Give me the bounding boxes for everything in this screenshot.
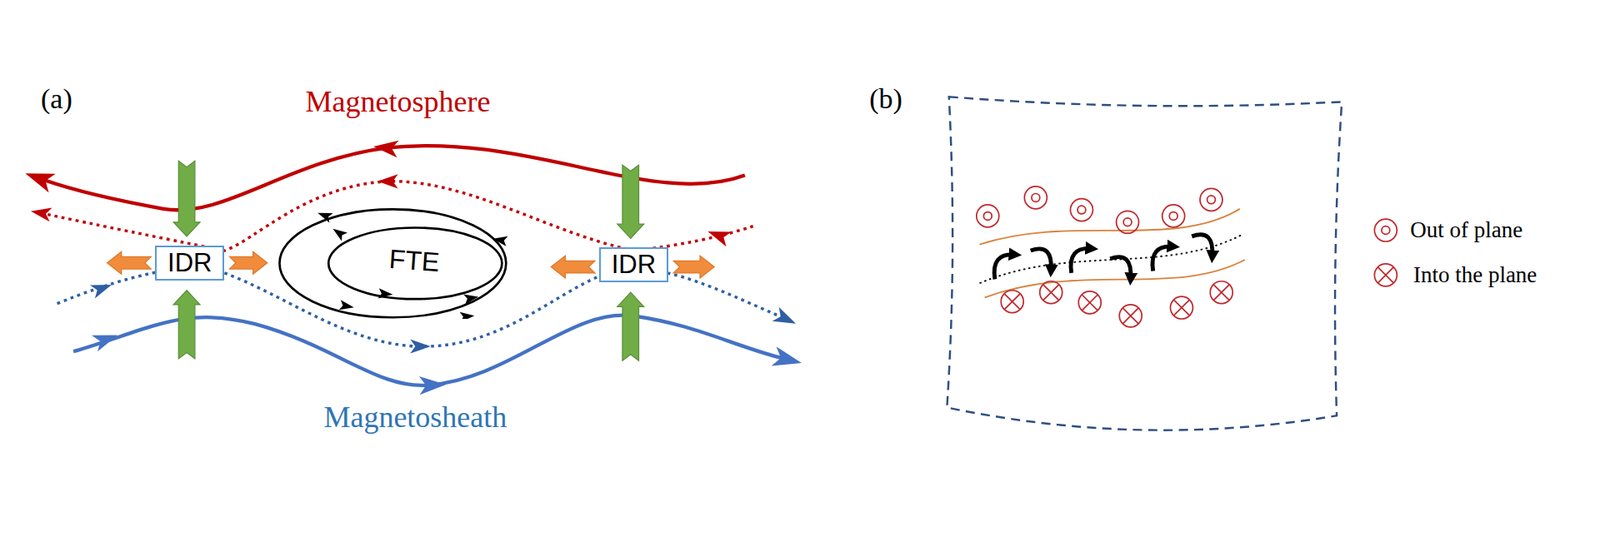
into-plane-symbol: [1040, 281, 1063, 305]
diffusion-region-box: IDR: [155, 245, 225, 281]
into-plane-symbol: [1078, 291, 1101, 315]
inflow-arrow: [617, 165, 645, 239]
into-plane-symbol: [1170, 296, 1193, 320]
arrowhead: [419, 375, 447, 395]
inflow-arrow: [617, 292, 645, 361]
out-of-plane-dot: [1123, 218, 1132, 227]
into-plane-cross: [1043, 285, 1059, 300]
outer-field-loop: [279, 209, 506, 318]
node-label: IDR: [167, 249, 212, 278]
outflow-arrow: [230, 251, 268, 275]
loop-arrowhead: [330, 224, 348, 241]
into-plane-cross: [1378, 267, 1394, 283]
out-of-plane-symbol: [1070, 199, 1093, 222]
inflow-arrow: [173, 160, 200, 237]
loop-arrowhead: [463, 291, 480, 305]
out-of-plane-symbol: [1116, 210, 1140, 234]
into-plane-symbol: [1374, 264, 1397, 287]
inner-field-loop: [328, 227, 502, 300]
diffusion-region-box: IDR: [599, 247, 669, 283]
out-of-plane-dot: [1077, 205, 1086, 215]
arrowhead: [705, 224, 732, 247]
loop-arrowhead: [378, 288, 394, 300]
loop-arrowhead: [339, 300, 355, 313]
into-plane-cross: [1005, 294, 1020, 310]
into-plane-cross: [1174, 300, 1190, 315]
loop-arrowhead: [460, 310, 475, 320]
out-of-plane-symbol: [976, 205, 1000, 228]
arrowhead: [771, 346, 805, 374]
arrowhead: [377, 174, 398, 189]
out-of-plane-symbol: [1024, 186, 1047, 210]
vortex-arrow: [994, 255, 1015, 280]
dashed-surface: [946, 96, 1342, 430]
vortex-arrow: [1191, 235, 1213, 258]
x-line: [980, 234, 1244, 284]
node-label: IDR: [611, 250, 656, 280]
out-of-plane-dot: [1031, 194, 1040, 203]
boundary-line: [985, 260, 1245, 298]
region-label: Magnetosphere: [305, 85, 491, 120]
into-plane-cross: [1082, 295, 1098, 310]
panel-label: (a): [40, 83, 73, 115]
into-plane-symbol: [1119, 305, 1142, 328]
vortex-arrow: [1030, 249, 1052, 272]
arrowhead: [21, 164, 55, 193]
out-of-plane-dot: [1169, 212, 1178, 221]
out-of-plane-dot: [983, 212, 992, 221]
arrowhead: [372, 138, 399, 159]
arrowhead: [410, 339, 430, 354]
node-label: FTE: [388, 245, 441, 278]
arrowhead: [90, 278, 115, 299]
vortex-arrow: [1070, 248, 1092, 274]
out-of-plane-symbol: [1374, 219, 1397, 242]
arrowhead: [91, 327, 121, 352]
vortex-arrow: [1110, 257, 1131, 280]
loop-arrowhead: [315, 208, 333, 223]
panel-label: (b): [869, 83, 903, 115]
into-plane-cross: [1123, 308, 1139, 324]
into-plane-symbol: [1000, 290, 1024, 314]
out-of-plane-symbol: [1200, 188, 1223, 211]
out-of-plane-symbol: [1162, 205, 1185, 228]
outflow-arrow: [550, 255, 595, 279]
arrowhead: [29, 204, 52, 222]
legend-text: Out of plane: [1410, 218, 1523, 244]
out-of-plane-dot: [1381, 226, 1390, 235]
into-plane-cross: [1214, 285, 1230, 300]
loop-arrowhead: [491, 233, 508, 246]
magnetosphere-dotted-field-line: [45, 181, 754, 251]
outflow-arrow: [107, 251, 152, 275]
flux-rope-ellipse: FTE: [277, 207, 509, 320]
into-plane-symbol: [1210, 281, 1233, 305]
arrowhead: [772, 307, 800, 331]
inflow-arrow: [173, 290, 200, 360]
boundary-line: [980, 209, 1240, 245]
legend-text: Into the plane: [1413, 263, 1537, 289]
region-label: Magnetosheath: [323, 401, 507, 435]
out-of-plane-dot: [1207, 195, 1216, 205]
outflow-arrow: [673, 255, 715, 279]
vortex-arrow: [1152, 246, 1174, 272]
